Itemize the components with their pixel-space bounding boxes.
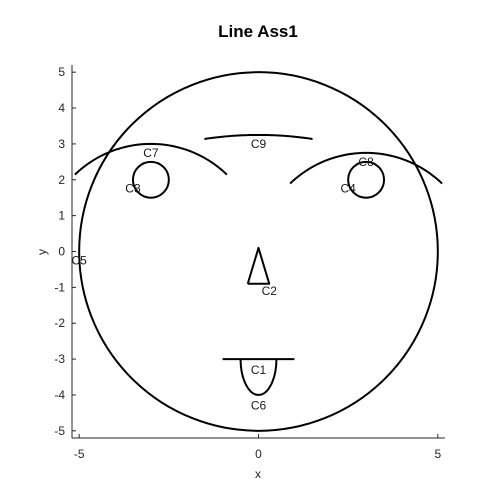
curve-c1-label: C1: [251, 363, 267, 377]
curve-c4-label: C4: [340, 182, 356, 196]
curve-c7-label: C7: [143, 146, 159, 160]
curve-c8: [289, 151, 443, 185]
x-axis-label: x: [255, 467, 261, 481]
curve-c5: [78, 71, 439, 432]
curve-c5-label: C5: [72, 253, 88, 267]
x-tick-label: 5: [434, 447, 441, 461]
y-tick-label: 5: [58, 65, 65, 79]
x-tick-label: 0: [255, 447, 262, 461]
curve-c8-label: C8: [358, 155, 374, 169]
y-tick-label: 4: [58, 101, 65, 115]
curve-c7: [74, 142, 228, 176]
y-tick-label: -3: [54, 352, 65, 366]
y-tick-label: -1: [54, 280, 65, 294]
y-tick-label: -4: [54, 388, 65, 402]
x-tick-label: -5: [74, 447, 85, 461]
y-ticks: 5 4 3 2 1 0 -1 -2 -3 -4 -5: [54, 65, 76, 438]
curve-c3-label: C3: [125, 182, 141, 196]
y-axis-label: y: [35, 249, 49, 255]
y-tick-label: -2: [54, 316, 65, 330]
curve-c6-label: C6: [251, 399, 267, 413]
chart-title: Line Ass1: [218, 22, 298, 41]
curve-c2-label: C2: [262, 284, 278, 298]
x-ticks: -5 0 5: [74, 434, 441, 461]
y-tick-label: -5: [54, 424, 65, 438]
curve-c3: [131, 160, 170, 199]
curve-c9-label: C9: [251, 137, 267, 151]
curve-c9: [204, 133, 313, 140]
curve-c2: [246, 246, 271, 285]
y-tick-label: 3: [58, 137, 65, 151]
curve-c4: [347, 160, 386, 199]
curve-c6: [239, 359, 278, 396]
y-tick-label: 1: [58, 209, 65, 223]
y-tick-label: 2: [58, 173, 65, 187]
y-tick-label: 0: [58, 245, 65, 259]
